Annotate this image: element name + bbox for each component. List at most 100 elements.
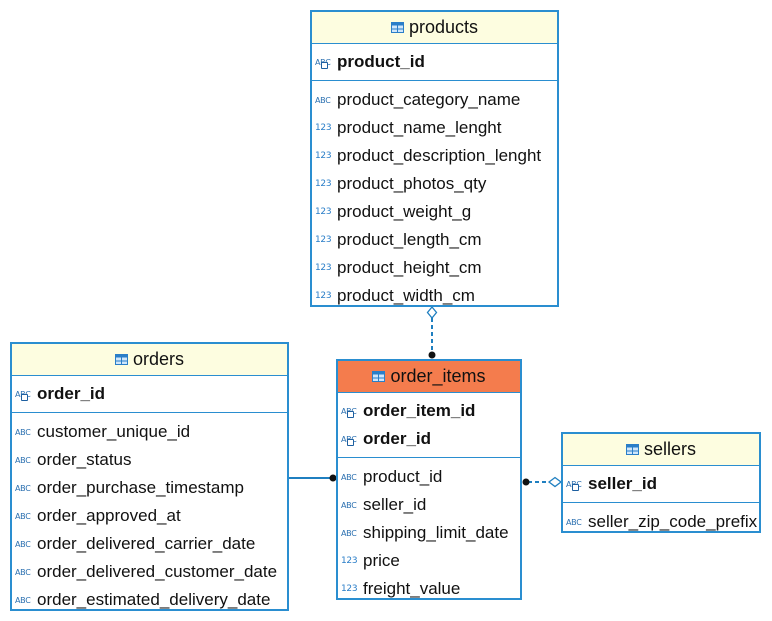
column-row-product-weight-g[interactable]: 123 product_weight_g [312,198,557,226]
entity-title: sellers [643,439,696,459]
entity-header[interactable]: orders [12,344,287,376]
table-icon [114,354,128,365]
entity-header[interactable]: sellers [563,434,759,466]
text-type-icon: ABC [315,95,331,105]
column-name: product_weight_g [337,202,472,221]
column-name: order_id [37,384,106,403]
text-type-icon: ABC [15,511,31,521]
numeric-type-icon: 123 [315,179,332,189]
diamond-marker [547,476,563,488]
relationship-order-items-sellers [522,476,563,488]
column-name: order_item_id [363,401,476,420]
column-row-freight-value[interactable]: 123 freight_value [338,575,520,603]
entity-order-items[interactable]: order_itemsABCorder_item_idABCorder_idAB… [336,359,522,600]
dot-marker [428,351,436,359]
column-row-product-name-lenght[interactable]: 123 product_name_lenght [312,114,557,142]
column-name: product_description_lenght [337,146,542,165]
numeric-type-icon: 123 [341,584,358,594]
relationship-order-items-orders [289,474,337,482]
column-row-seller-zip-code-prefix[interactable]: ABC seller_zip_code_prefix [563,508,759,536]
text-type-icon: ABC [15,595,31,605]
text-type-icon: ABC [15,455,31,465]
entity-title: orders [132,349,185,369]
column-name: freight_value [363,579,461,598]
column-row-order-estimated-delivery-date[interactable]: ABC order_estimated_delivery_date [12,586,287,614]
entity-header[interactable]: order_items [338,361,520,393]
column-name: product_name_lenght [337,118,502,137]
text-type-icon: ABC [341,472,357,482]
primary-key-icon: ABC [15,390,34,401]
dot-marker [329,474,337,482]
table-icon [372,371,386,382]
primary-key-icon: ABC [566,480,585,491]
column-row-shipping-limit-date[interactable]: ABC shipping_limit_date [338,519,520,547]
entity-header[interactable]: products [312,12,557,44]
entity-products[interactable]: productsABCproduct_idABCproduct_category… [310,10,559,307]
column-name: product_height_cm [337,258,482,277]
numeric-type-icon: 123 [315,235,332,245]
column-name: product_photos_qty [337,174,487,193]
column-name: order_purchase_timestamp [37,478,244,497]
primary-key-icon: ABC [341,435,360,446]
text-type-icon: ABC [15,539,31,549]
text-type-icon: ABC [341,528,357,538]
text-type-icon: ABC [566,517,582,527]
numeric-type-icon: 123 [315,123,332,133]
column-name: order_estimated_delivery_date [37,590,271,609]
column-row-order-approved-at[interactable]: ABC order_approved_at [12,502,287,530]
entity-title: order_items [390,366,486,386]
table-icon [390,22,404,33]
text-type-icon: ABC [15,567,31,577]
column-name: order_status [37,450,132,469]
column-row-product-height-cm[interactable]: 123 product_height_cm [312,254,557,282]
column-row-product-category-name[interactable]: ABC product_category_name [312,86,557,114]
column-name: customer_unique_id [37,422,191,441]
column-row-customer-unique-id[interactable]: ABC customer_unique_id [12,418,287,446]
column-name: seller_id [588,474,657,493]
primary-key-icon: ABC [315,58,334,69]
column-name: product_id [337,52,425,71]
column-name: shipping_limit_date [363,523,509,542]
column-row-product-photos-qty[interactable]: 123 product_photos_qty [312,170,557,198]
column-name: order_id [363,429,432,448]
text-type-icon: ABC [15,427,31,437]
entity-sellers[interactable]: sellersABCseller_idABCseller_zip_code_pr… [561,432,761,533]
column-section: ABC product_category_name 123 product_name_… [312,81,557,314]
text-type-icon: ABC [341,500,357,510]
entity-title: products [408,17,479,37]
column-name: seller_zip_code_prefix [588,512,758,531]
column-section: ABC seller_zip_code_prefix [563,503,759,540]
diamond-marker [426,305,438,320]
column-name: order_delivered_customer_date [37,562,278,581]
primary-key-icon: ABC [341,407,360,418]
numeric-type-icon: 123 [315,151,332,161]
column-row-order-delivered-customer-date[interactable]: ABC order_delivered_customer_date [12,558,287,586]
column-row-order-status[interactable]: ABC order_status [12,446,287,474]
numeric-type-icon: 123 [341,556,358,566]
numeric-type-icon: 123 [315,291,332,301]
column-name: product_category_name [337,90,521,109]
numeric-type-icon: 123 [315,263,332,273]
column-row-product-description-lenght[interactable]: 123 product_description_lenght [312,142,557,170]
numeric-type-icon: 123 [315,207,332,217]
column-name: order_approved_at [37,506,181,525]
table-icon [625,444,639,455]
entity-orders[interactable]: ordersABCorder_idABCcustomer_unique_idAB… [10,342,289,611]
